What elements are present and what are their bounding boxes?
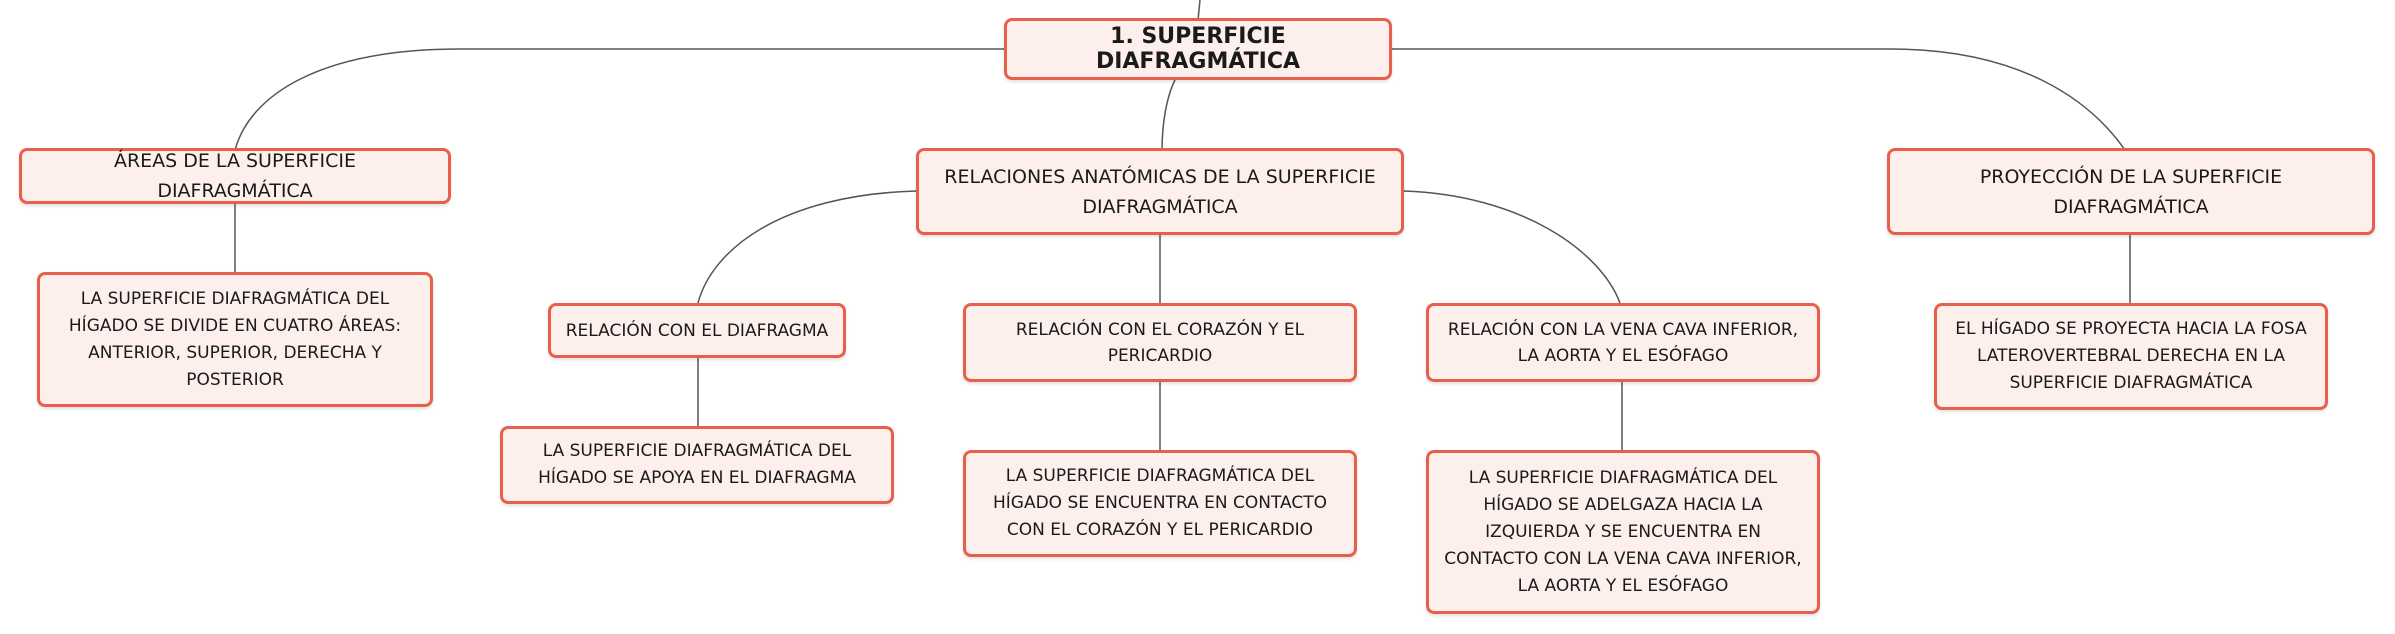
node-rel-corazon[interactable]: RELACIÓN CON EL CORAZÓN Y EL PERICARDIO <box>963 303 1357 382</box>
link-root-top <box>1197 0 1201 21</box>
node-rel-diafragma-label: RELACIÓN CON EL DIAFRAGMA <box>565 320 829 341</box>
node-rel-vena-detail[interactable]: LA SUPERFICIE DIAFRAGMÁTICA DEL HÍGADO S… <box>1426 450 1820 614</box>
node-rel-vena-label: RELACIÓN CON LA VENA CAVA INFERIOR, LA A… <box>1447 319 1799 366</box>
link-root-relaciones <box>1161 79 1176 151</box>
node-rel-corazon-detail-text: LA SUPERFICIE DIAFRAGMÁTICA DEL HÍGADO S… <box>992 466 1328 540</box>
node-rel-vena-detail-text: LA SUPERFICIE DIAFRAGMÁTICA DEL HÍGADO S… <box>1444 467 1802 596</box>
root-node[interactable]: 1. SUPERFICIE DIAFRAGMÁTICA <box>1004 18 1392 80</box>
node-proyeccion[interactable]: PROYECCIÓN DE LA SUPERFICIE DIAFRAGMÁTIC… <box>1887 148 2375 235</box>
node-rel-diafragma-detail[interactable]: LA SUPERFICIE DIAFRAGMÁTICA DEL HÍGADO S… <box>500 426 894 504</box>
link-root-areas <box>234 48 1004 151</box>
node-areas[interactable]: ÁREAS DE LA SUPERFICIE DIAFRAGMÁTICA <box>19 148 451 204</box>
node-rel-corazon-detail[interactable]: LA SUPERFICIE DIAFRAGMÁTICA DEL HÍGADO S… <box>963 450 1357 557</box>
link-relaciones-diafragma <box>697 190 917 304</box>
node-areas-detail-text: LA SUPERFICIE DIAFRAGMÁTICA DEL HÍGADO S… <box>68 288 402 390</box>
node-proyeccion-detail[interactable]: EL HÍGADO SE PROYECTA HACIA LA FOSA LATE… <box>1934 303 2328 410</box>
node-rel-corazon-label: RELACIÓN CON EL CORAZÓN Y EL PERICARDIO <box>1015 319 1305 366</box>
link-root-proyeccion <box>1392 48 2126 151</box>
node-areas-label: ÁREAS DE LA SUPERFICIE DIAFRAGMÁTICA <box>113 150 357 202</box>
link-relaciones-vena <box>1403 190 1621 304</box>
node-rel-vena[interactable]: RELACIÓN CON LA VENA CAVA INFERIOR, LA A… <box>1426 303 1820 382</box>
node-relaciones[interactable]: RELACIONES ANATÓMICAS DE LA SUPERFICIE D… <box>916 148 1404 235</box>
node-relaciones-label: RELACIONES ANATÓMICAS DE LA SUPERFICIE D… <box>944 165 1376 218</box>
root-label: 1. SUPERFICIE DIAFRAGMÁTICA <box>1095 24 1301 74</box>
node-proyeccion-label: PROYECCIÓN DE LA SUPERFICIE DIAFRAGMÁTIC… <box>1979 165 2283 218</box>
node-proyeccion-detail-text: EL HÍGADO SE PROYECTA HACIA LA FOSA LATE… <box>1955 319 2307 393</box>
node-rel-diafragma[interactable]: RELACIÓN CON EL DIAFRAGMA <box>548 303 846 358</box>
node-areas-detail[interactable]: LA SUPERFICIE DIAFRAGMÁTICA DEL HÍGADO S… <box>37 272 433 407</box>
node-rel-diafragma-detail-text: LA SUPERFICIE DIAFRAGMÁTICA DEL HÍGADO S… <box>538 441 856 488</box>
